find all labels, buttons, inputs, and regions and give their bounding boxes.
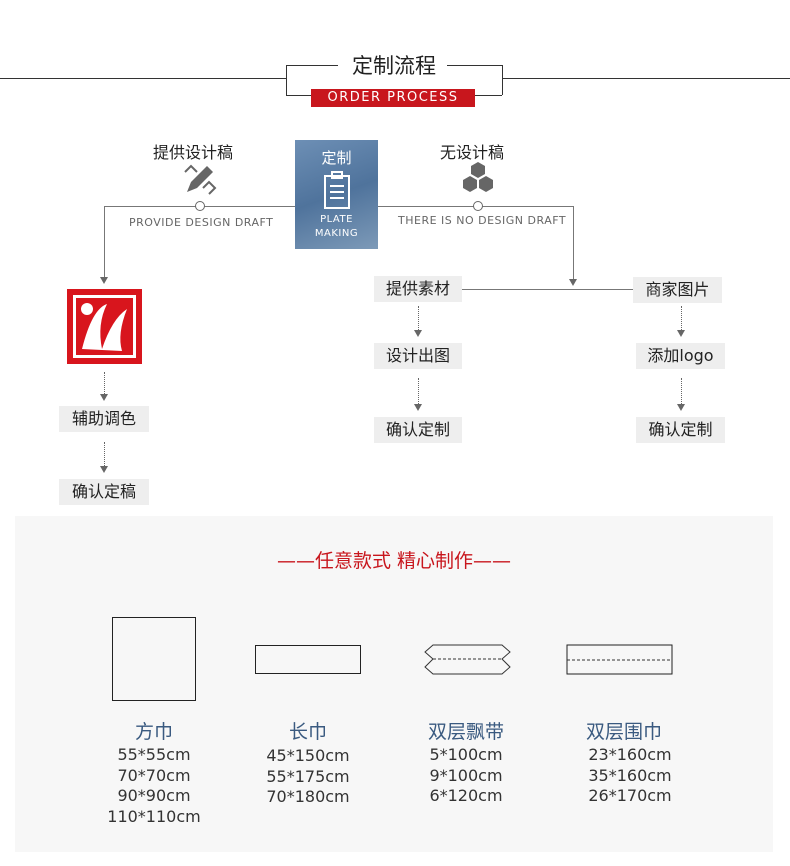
arrow-down-icon — [677, 404, 685, 411]
frame-top-left — [286, 65, 338, 66]
clipboard-icon — [323, 171, 350, 209]
step-assist-color: 辅助调色 — [59, 406, 149, 432]
connector — [104, 206, 105, 278]
pencil-ruler-icon — [184, 164, 217, 195]
size: 5*100cm — [429, 745, 503, 764]
size: 26*170cm — [588, 786, 672, 805]
styles-panel — [15, 516, 773, 852]
connector — [462, 289, 633, 290]
style-name: 方巾 — [134, 721, 173, 743]
scarf-sample-image — [67, 289, 142, 364]
arrow-down-icon — [414, 404, 422, 411]
dotted-connector — [681, 306, 682, 330]
arrow-down-icon — [414, 330, 422, 337]
size: 55*55cm — [117, 745, 191, 764]
arrow-down-icon — [569, 279, 577, 286]
header-rule-left — [0, 78, 286, 79]
dotted-connector — [681, 378, 682, 404]
size: 45*150cm — [266, 746, 350, 765]
arrow-down-icon — [100, 466, 108, 473]
styles-title: ——任意款式 精心制作—— — [276, 550, 512, 572]
double-scarf-shape — [566, 644, 673, 675]
provide-design-label: 提供设计稿 — [153, 143, 234, 162]
long-scarf-shape — [255, 645, 361, 674]
step-merchant-image: 商家图片 — [633, 277, 722, 303]
size: 9*100cm — [429, 765, 503, 785]
size: 23*160cm — [588, 745, 672, 764]
size: 70*70cm — [117, 765, 191, 785]
plate-making-card: 定制 PLATE MAKING — [295, 140, 378, 249]
plate-making-title: 定制 — [321, 149, 352, 167]
double-ribbon-shape — [424, 644, 511, 675]
cubes-icon — [463, 162, 493, 192]
step-confirm-custom-b: 确认定制 — [636, 417, 725, 443]
style-name: 长巾 — [288, 721, 327, 743]
dotted-connector — [104, 372, 105, 394]
arrow-down-icon — [677, 330, 685, 337]
arrow-down-icon — [100, 394, 108, 401]
size: 90*90cm — [117, 786, 191, 805]
dotted-connector — [418, 378, 419, 404]
size: 6*120cm — [429, 786, 503, 805]
header-frame — [286, 65, 503, 95]
plate-en-1: PLATE — [320, 214, 353, 225]
dotted-connector — [104, 442, 105, 466]
no-design-label: 无设计稿 — [440, 143, 505, 162]
page-subtitle: ORDER PROCESS — [311, 89, 475, 107]
provide-design-en: PROVIDE DESIGN DRAFT — [129, 216, 274, 229]
frame-top-right — [447, 65, 502, 66]
arrow-down-icon — [100, 277, 108, 284]
node-dot — [195, 201, 205, 211]
square-scarf-shape — [112, 617, 196, 701]
size: 70*180cm — [266, 787, 350, 806]
node-dot — [473, 201, 483, 211]
size: 35*160cm — [588, 765, 672, 785]
header-rule-right — [502, 78, 790, 79]
style-name: 双层围巾 — [585, 721, 662, 743]
step-confirm-custom-a: 确认定制 — [374, 417, 462, 443]
page-title: 定制流程 — [352, 54, 436, 78]
step-design-output: 设计出图 — [374, 343, 462, 369]
no-design-en: THERE IS NO DESIGN DRAFT — [398, 214, 567, 227]
size: 110*110cm — [107, 806, 201, 826]
size: 55*175cm — [266, 766, 350, 786]
plate-en-2: MAKING — [314, 228, 359, 239]
step-provide-material: 提供素材 — [374, 276, 462, 302]
step-add-logo: 添加logo — [636, 343, 725, 369]
step-confirm-draft: 确认定稿 — [59, 479, 149, 505]
dotted-connector — [418, 306, 419, 330]
connector — [573, 206, 574, 279]
style-name: 双层飘带 — [427, 721, 504, 743]
